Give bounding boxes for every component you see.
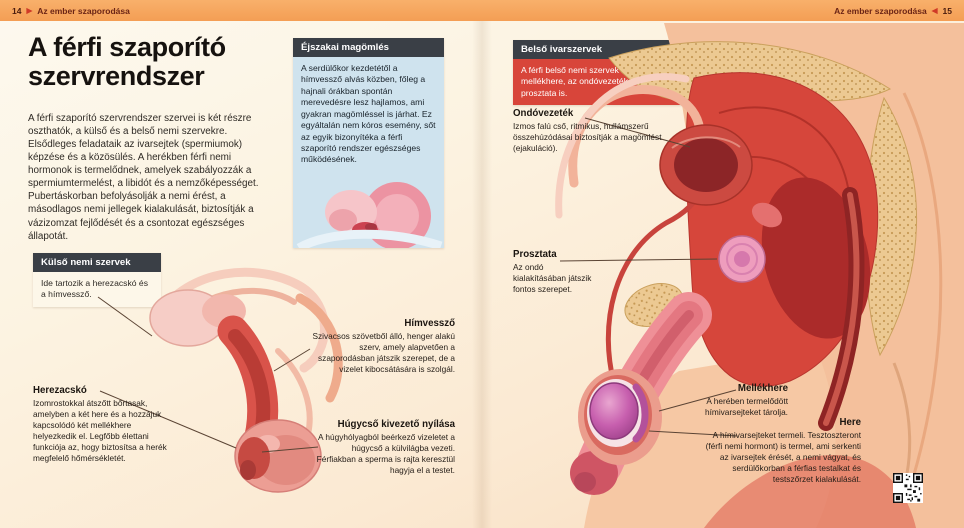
label-epididymis: Mellékhere A herében termelődött hímivar… [676,383,788,418]
nocturnal-emission-box: Éjszakai magömlés A serdülőkor kezdetétő… [293,38,444,248]
internal-box-title: Belső ivarszervek [513,40,733,59]
external-box-title: Külső nemi szervek [33,253,161,272]
label-penis-body: Szivacsos szövetből álló, henger alakú s… [312,331,455,374]
label-penis: Hímvessző Szivacsos szövetből álló, heng… [307,318,455,375]
label-epididymis-body: A herében termelődött hímivarsejteket tá… [704,396,788,417]
external-organs-illustration-svg [149,267,343,493]
label-testis-title: Here [839,417,861,428]
external-genitals-box: Külső nemi szervek Ide tartozik a hereza… [33,253,161,307]
page-title: A férfi szaporító szervrendszer [28,32,226,92]
nocturnal-box-body: A serdülőkor kezdetétől a hímvessző alvá… [293,57,444,172]
header-right: Az ember szaporodása ◀ 15 [834,6,952,16]
header-left: 14 ▶ Az ember szaporodása [12,6,130,16]
label-vas-deferens-body: Izmos falú cső, ritmikus, hullámszerű ös… [513,121,662,153]
section-title-right: Az ember szaporodása [834,5,927,16]
intro-paragraph: A férfi szaporító szervrendszer szervei … [28,113,259,242]
label-epididymis-title: Mellékhere [737,383,788,394]
page-number-right: 15 [942,5,952,16]
internal-genitals-box: Belső ivarszervek A férfi belső nemi sze… [513,40,733,106]
label-prostate-title: Prosztata [513,249,557,260]
label-testis: Here A hímivarsejteket termeli. Tesztosz… [698,417,861,485]
label-scrotum-title: Herezacskó [33,385,87,396]
label-urethra-opening: Húgycső kivezető nyílása A húgyhólyagból… [313,419,455,476]
label-penis-title: Hímvessző [404,318,455,329]
page-fold-shadow [472,21,492,528]
internal-box-body: A férfi belső nemi szervek közé tartozik… [513,59,733,106]
label-vas-deferens-title: Ondóvezeték [513,108,574,119]
nocturnal-box-illustration [293,171,444,248]
label-vas-deferens: Ondóvezeték Izmos falú cső, ritmikus, hu… [513,108,675,154]
label-prostate-body: Az ondó kialakításában játszik fontos sz… [513,262,592,294]
label-urethra-body: A húgyhólyagból beérkező vizeletet a húg… [316,432,455,475]
label-prostate: Prosztata Az ondó kialakításában játszik… [513,249,597,295]
arrow-right-icon: ▶ [26,5,33,15]
page-header-bar: 14 ▶ Az ember szaporodása Az ember szapo… [0,0,964,21]
external-box-body: Ide tartozik a herezacskó és a hímvessző… [33,272,161,307]
label-scrotum: Herezacskó Izomrostokkal átszőtt bőrtasa… [33,385,173,464]
section-title-left: Az ember szaporodása [37,5,130,16]
nocturnal-box-title: Éjszakai magömlés [293,38,444,57]
label-scrotum-body: Izomrostokkal átszőtt bőrtasak, amelyben… [33,398,167,463]
arrow-left-icon: ◀ [931,5,938,15]
page-number-left: 14 [12,5,22,16]
label-testis-body: A hímivarsejteket termeli. Tesztoszteron… [705,430,861,484]
sleeping-pelvis-illustration-svg [296,181,443,248]
label-urethra-title: Húgycső kivezető nyílása [337,419,455,430]
qr-code [893,473,923,503]
